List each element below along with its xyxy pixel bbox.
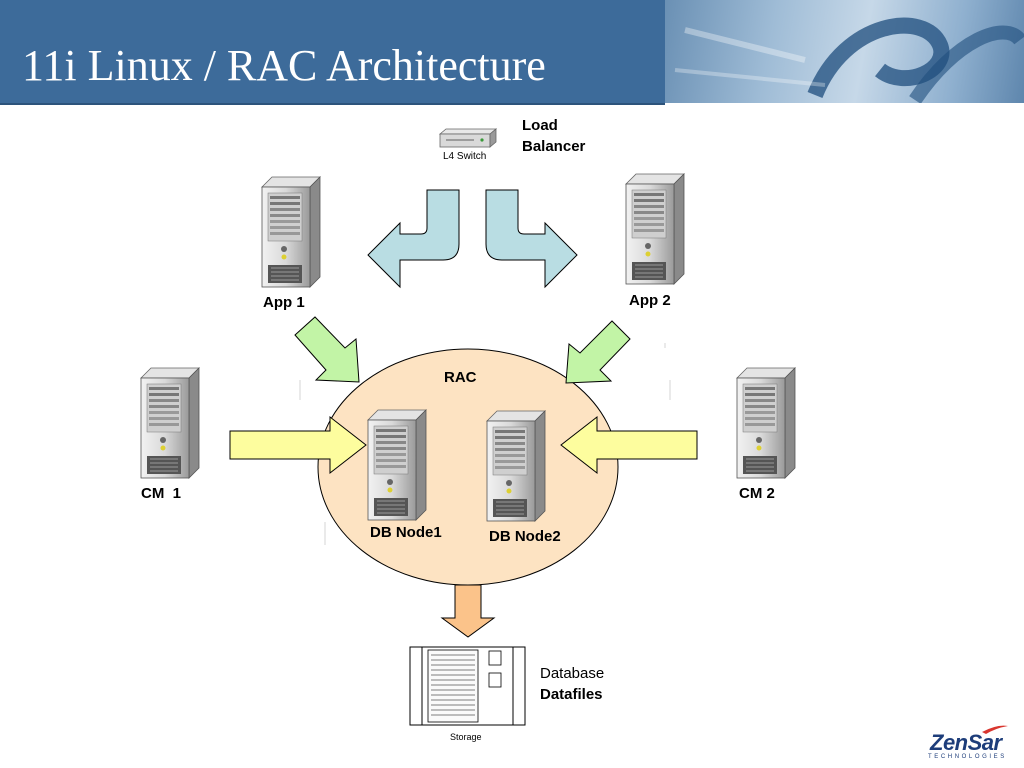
app1-label: App 1 [263, 294, 305, 311]
db-node1-server-icon [367, 409, 427, 521]
l4-switch-icon [438, 128, 498, 148]
zensar-logo: ZenSar TECHNOLOGIES [922, 722, 1014, 762]
app1-server-icon [261, 176, 321, 288]
logo-swoosh-icon [982, 725, 1008, 734]
load-balancer-label-line2: Balancer [522, 138, 586, 155]
logo-tagline: TECHNOLOGIES [928, 754, 1007, 760]
db-node2-label: DB Node2 [489, 528, 561, 545]
header-swirl-graphic [674, 17, 1024, 103]
page-title: 11i Linux / RAC Architecture [22, 41, 546, 90]
lb-arrow-to-app1 [367, 189, 460, 289]
app2-server-icon [625, 173, 685, 285]
cm1-label: CM 1 [141, 485, 182, 502]
rac-label: RAC [444, 369, 477, 386]
app2-label: App 2 [629, 292, 671, 309]
db-node2-server-icon [486, 410, 546, 522]
db-node1-label: DB Node1 [370, 524, 442, 541]
cm2-server-icon [736, 367, 796, 479]
logo-name: ZenSar [930, 730, 1002, 755]
header-decorative-image [665, 0, 1024, 103]
storage-device-label: Storage [450, 732, 482, 742]
cm1-server-icon [140, 367, 200, 479]
app2-to-rac-arrow [565, 320, 631, 384]
guide-marks [299, 343, 671, 545]
lb-arrow-to-app2 [485, 189, 578, 289]
storage-label-line1: Database [540, 665, 605, 682]
rac-to-storage-arrow [440, 584, 496, 638]
storage-label-line2: Datafiles [540, 686, 603, 703]
app1-to-rac-arrow [294, 316, 360, 383]
l4-switch-label: L4 Switch [443, 151, 487, 162]
cm2-to-rac-arrow [560, 415, 698, 475]
cm1-to-rac-arrow [229, 415, 367, 475]
cm2-label: CM 2 [739, 485, 775, 502]
load-balancer-label-line1: Load [522, 117, 558, 134]
storage-icon [409, 646, 526, 726]
header-divider [0, 103, 665, 105]
